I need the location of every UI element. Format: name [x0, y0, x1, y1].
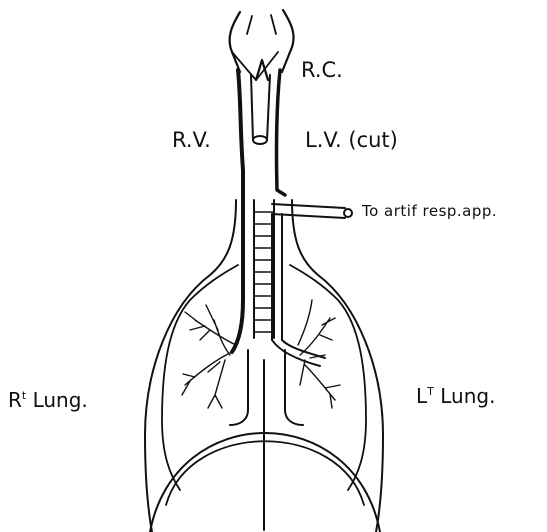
label-lv-cut: L.V. (cut)	[305, 130, 398, 151]
vessel-cut-end	[253, 136, 267, 144]
label-rv: R.V.	[172, 130, 211, 151]
left-lung-bronchi	[298, 300, 340, 408]
label-left-lung-word: Lung.	[434, 384, 496, 408]
label-left-lung-prefix: L	[416, 384, 427, 408]
label-rc: R.C.	[301, 60, 343, 81]
label-left-lung: LT Lung.	[416, 386, 495, 406]
vagus-nerves	[232, 70, 285, 352]
label-right-lung: Rt Lung.	[8, 390, 88, 410]
label-right-lung-word: Lung.	[26, 388, 88, 412]
label-right-lung-prefix: R	[8, 388, 22, 412]
label-left-lung-sup: T	[427, 385, 434, 398]
label-artificial-respiration: To artif resp.app.	[362, 204, 497, 219]
mediastinum	[230, 350, 303, 530]
right-lung-bronchi	[182, 305, 236, 408]
